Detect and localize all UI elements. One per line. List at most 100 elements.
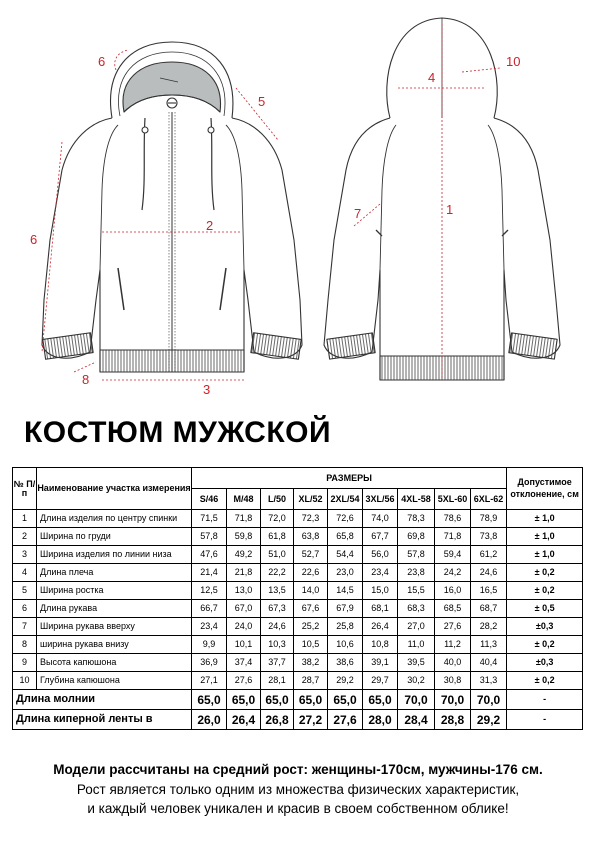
- row-value: 78,3: [397, 509, 435, 528]
- back-dimension-numbers: 1 4 10 7: [354, 54, 520, 221]
- dim-label-2: 2: [206, 218, 213, 233]
- row-value: 70,0: [469, 689, 508, 710]
- row-value: 65,0: [191, 689, 227, 710]
- row-tolerance: ± 1,0: [506, 509, 584, 528]
- header-sizes: РАЗМЕРЫ: [190, 467, 508, 489]
- row-value: 16,0: [434, 581, 471, 600]
- row-value: 26,4: [362, 617, 398, 636]
- row-value: 27,1: [191, 671, 227, 690]
- row-value: 67,7: [362, 527, 398, 546]
- row-value: 27,2: [293, 709, 328, 730]
- size-col-8: 6XL-62: [469, 488, 508, 510]
- row-value: 25,8: [327, 617, 363, 636]
- row-name: Длина рукава: [36, 599, 192, 618]
- row-tolerance: -: [506, 709, 584, 730]
- row-value: 16,5: [469, 581, 508, 600]
- row-value: 14,0: [293, 581, 328, 600]
- row-value: 30,2: [397, 671, 435, 690]
- row-tolerance: ± 0,5: [506, 599, 584, 618]
- row-value: 49,2: [226, 545, 261, 564]
- row-value: 71,8: [226, 509, 261, 528]
- technical-drawings: 6 5 6 2 8 3 1 4 10 7: [30, 17, 561, 395]
- row-value: 28,1: [260, 671, 294, 690]
- row-value: 61,2: [469, 545, 508, 564]
- row-value: 10,5: [293, 635, 328, 654]
- row-value: 23,8: [397, 563, 435, 582]
- row-value: 22,2: [260, 563, 294, 582]
- row-name: Длина плеча: [36, 563, 192, 582]
- row-value: 37,7: [260, 653, 294, 672]
- footer-line-1: Модели рассчитаны на средний рост: женщи…: [53, 762, 543, 777]
- row-name: Длина молнии: [12, 689, 192, 710]
- footer-line-3: и каждый человек уникален и красив в сво…: [87, 801, 509, 816]
- row-name: Длина изделия по центру спинки: [36, 509, 192, 528]
- front-dimension-numbers: 6 5 6 2 8 3: [30, 54, 265, 395]
- row-name: Высота капюшона: [36, 653, 192, 672]
- dim-label-10: 10: [506, 54, 520, 69]
- dim-label-3: 3: [203, 382, 210, 395]
- row-value: 10,1: [226, 635, 261, 654]
- row-value: 68,7: [469, 599, 508, 618]
- row-value: 11,2: [434, 635, 471, 654]
- row-value: 24,6: [260, 617, 294, 636]
- row-name: Ширина рукава вверху: [36, 617, 192, 636]
- row-num: 10: [12, 671, 37, 690]
- row-value: 71,8: [434, 527, 471, 546]
- row-num: 9: [12, 653, 37, 672]
- row-value: 9,9: [191, 635, 227, 654]
- row-name: Ширина изделия по линии низа: [36, 545, 192, 564]
- row-num: 4: [12, 563, 37, 582]
- row-value: 38,2: [293, 653, 328, 672]
- row-value: 24,2: [434, 563, 471, 582]
- row-value: 27,0: [397, 617, 435, 636]
- row-value: 21,4: [191, 563, 227, 582]
- size-col-3: XL/52: [293, 488, 328, 510]
- size-col-4: 2XL/54: [327, 488, 363, 510]
- footer-line-2: Рост является только одним из множества …: [76, 782, 520, 797]
- row-value: 28,2: [469, 617, 508, 636]
- row-name: Ширина ростка: [36, 581, 192, 600]
- row-value: 61,8: [260, 527, 294, 546]
- row-value: 29,2: [469, 709, 508, 730]
- row-tolerance: ± 0,2: [506, 581, 584, 600]
- row-tolerance: ± 0,2: [506, 563, 584, 582]
- size-col-2: L/50: [260, 488, 294, 510]
- header-num: № П/п: [12, 467, 37, 510]
- row-value: 27,6: [226, 671, 261, 690]
- row-value: 73,8: [469, 527, 508, 546]
- row-value: 70,0: [397, 689, 435, 710]
- row-value: 10,8: [362, 635, 398, 654]
- row-value: 15,0: [362, 581, 398, 600]
- row-name: ширина рукава внизу: [36, 635, 192, 654]
- row-value: 65,0: [260, 689, 294, 710]
- row-value: 72,0: [260, 509, 294, 528]
- dim-label-4: 4: [428, 70, 435, 85]
- dim-label-1: 1: [446, 202, 453, 217]
- row-value: 68,5: [434, 599, 471, 618]
- row-value: 65,0: [327, 689, 363, 710]
- row-value: 25,2: [293, 617, 328, 636]
- row-tolerance: -: [506, 689, 584, 710]
- row-value: 24,0: [226, 617, 261, 636]
- row-value: 29,2: [327, 671, 363, 690]
- row-value: 10,3: [260, 635, 294, 654]
- row-value: 74,0: [362, 509, 398, 528]
- row-value: 23,4: [362, 563, 398, 582]
- row-value: 39,1: [362, 653, 398, 672]
- row-value: 28,0: [362, 709, 398, 730]
- row-value: 30,8: [434, 671, 471, 690]
- row-value: 51,0: [260, 545, 294, 564]
- row-value: 11,3: [469, 635, 508, 654]
- row-tolerance: ± 1,0: [506, 527, 584, 546]
- footer-note: Модели рассчитаны на средний рост: женщи…: [0, 762, 596, 816]
- row-value: 70,0: [434, 689, 471, 710]
- front-view-drawing: [41, 41, 303, 373]
- row-value: 68,3: [397, 599, 435, 618]
